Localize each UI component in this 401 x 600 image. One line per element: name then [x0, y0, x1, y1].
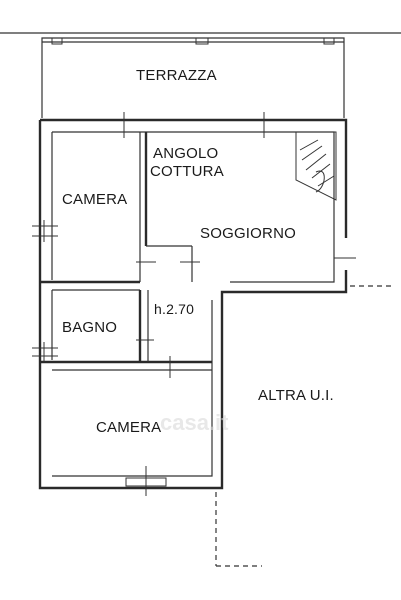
- outer-walls: [38, 118, 348, 490]
- watermark: casa.it: [160, 410, 229, 435]
- terrace-outline: [41, 37, 345, 118]
- label-camera-bottom: CAMERA: [96, 419, 161, 436]
- interior-walls: [40, 132, 212, 371]
- openings: [32, 112, 356, 496]
- label-bagno: BAGNO: [62, 319, 117, 336]
- label-cottura: COTTURA: [150, 163, 224, 180]
- label-soggiorno: SOGGIORNO: [200, 225, 296, 242]
- label-terrazza: TERRAZZA: [136, 67, 217, 84]
- label-altra-ui: ALTRA U.I.: [258, 387, 334, 404]
- property-boundary: [215, 285, 392, 567]
- label-camera-top: CAMERA: [62, 191, 127, 208]
- label-height: h.2.70: [154, 301, 194, 317]
- staircase-icon: [295, 131, 337, 201]
- label-angolo: ANGOLO: [153, 145, 218, 162]
